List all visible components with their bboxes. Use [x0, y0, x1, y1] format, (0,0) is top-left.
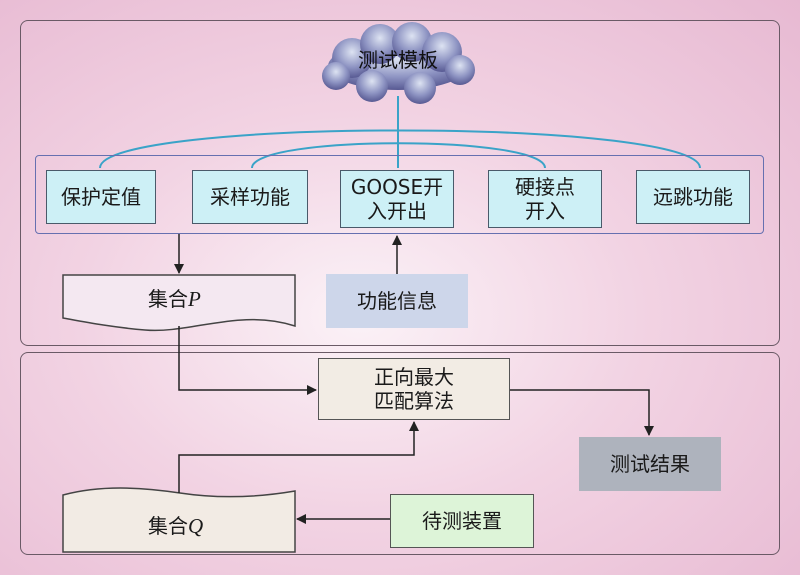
- set-p-label: 集合P: [148, 283, 201, 312]
- test-result-box: 测试结果: [579, 437, 721, 491]
- top-panel: [20, 20, 780, 346]
- function-sampling: 采样功能: [192, 170, 308, 224]
- function-goose-io: GOOSE开 入开出: [340, 170, 454, 228]
- set-p-variable: P: [188, 287, 201, 311]
- function-group-frame: [35, 155, 764, 234]
- function-remote-trip: 远跳功能: [636, 170, 750, 224]
- set-p-shape: [62, 274, 296, 332]
- cloud-label-test-template: 测试模板: [358, 48, 438, 72]
- set-q-prefix: 集合: [148, 514, 188, 538]
- device-under-test-box: 待测装置: [390, 494, 534, 548]
- function-hard-contact-input: 硬接点 开入: [488, 170, 602, 228]
- set-q-shape: [62, 487, 296, 553]
- bottom-panel: [20, 352, 780, 555]
- set-p-prefix: 集合: [148, 287, 188, 311]
- function-info-box: 功能信息: [326, 274, 468, 328]
- function-protection-setting: 保护定值: [46, 170, 156, 224]
- forward-max-match-algorithm-box: 正向最大 匹配算法: [318, 358, 510, 420]
- flow-arrows: [174, 234, 654, 524]
- template-connectors: [99, 96, 701, 169]
- set-q-label: 集合Q: [148, 510, 203, 539]
- set-q-variable: Q: [188, 514, 204, 538]
- cloud-shape: [322, 22, 475, 104]
